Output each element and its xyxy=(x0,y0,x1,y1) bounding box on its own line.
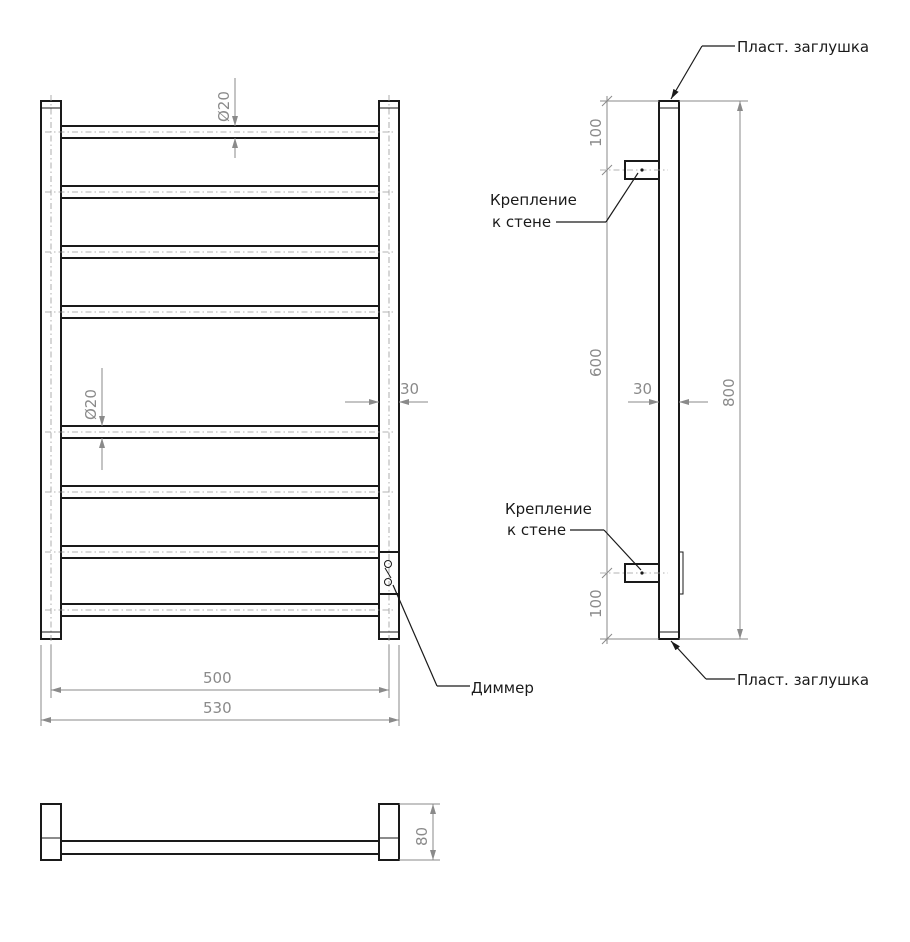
dim-diameter-top-text: Ø20 xyxy=(215,91,233,122)
dim-diameter-mid-text: Ø20 xyxy=(82,389,100,420)
dim-tube-width-front-text: 30 xyxy=(400,380,419,398)
mount-bottom-label-2: к стене xyxy=(507,521,566,539)
front-bars xyxy=(45,125,395,617)
dim-side-mount-spacing-text: 600 xyxy=(587,348,605,377)
side-mount-top xyxy=(600,160,668,180)
mount-bottom-label-1: Крепление xyxy=(505,500,592,518)
dim-depth: 80 xyxy=(399,803,440,861)
mount-top-label-1: Крепление xyxy=(490,191,577,209)
front-view: Ø20 Ø20 30 500 530 xyxy=(40,78,534,726)
side-view: 100 600 100 800 30 Пласт. заглушка xyxy=(490,38,869,689)
dimmer-box xyxy=(378,551,400,595)
dim-diameter-top: Ø20 xyxy=(215,78,238,158)
top-view: 80 xyxy=(40,803,440,861)
dim-widths: 500 530 xyxy=(40,645,400,726)
plug-bottom-leader: Пласт. заглушка xyxy=(670,640,869,689)
side-mount-bottom xyxy=(600,563,668,583)
dim-total-height: 800 xyxy=(720,101,743,639)
top-bar xyxy=(60,840,380,855)
plug-top-label: Пласт. заглушка xyxy=(737,38,869,56)
dim-diameter-mid: Ø20 xyxy=(82,368,105,470)
dimmer-leader: Диммер xyxy=(392,584,534,697)
dimmer-label: Диммер xyxy=(471,679,534,697)
mount-top-label-2: к стене xyxy=(492,213,551,231)
dim-inner-width-text: 500 xyxy=(203,669,232,687)
top-left-tube xyxy=(40,803,62,861)
mount-top-leader: Крепление к стене xyxy=(490,172,639,231)
dim-side-bottom-offset-text: 100 xyxy=(587,589,605,618)
dim-total-height-text: 800 xyxy=(720,378,738,407)
mount-bottom-leader: Крепление к стене xyxy=(505,500,642,571)
dim-tube-width-front: 30 xyxy=(345,380,428,405)
side-tube xyxy=(658,100,680,640)
dim-side-tube-width-text: 30 xyxy=(633,380,652,398)
plug-top-leader: Пласт. заглушка xyxy=(670,38,869,100)
plug-bottom-label: Пласт. заглушка xyxy=(737,671,869,689)
top-right-tube xyxy=(378,803,400,861)
dim-outer-width-text: 530 xyxy=(203,699,232,717)
dim-side-tube-width: 30 xyxy=(628,380,708,405)
dim-side-top-offset-text: 100 xyxy=(587,118,605,147)
dim-depth-text: 80 xyxy=(413,827,431,846)
